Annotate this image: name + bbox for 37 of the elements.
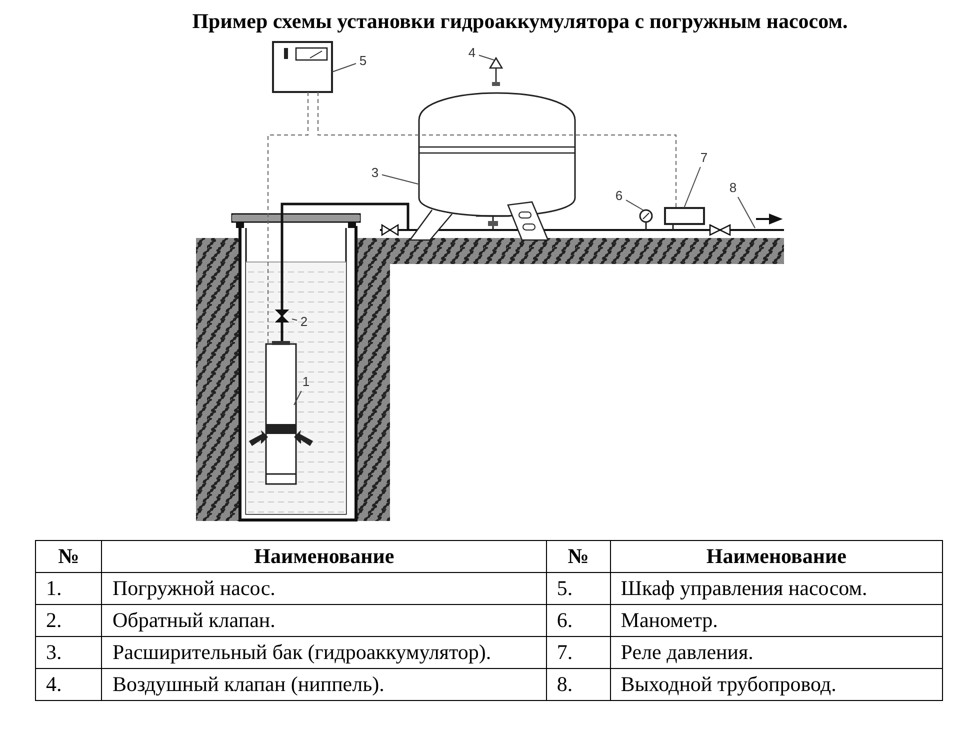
leader-line: [478, 54, 494, 60]
item-name: Шкаф управления насосом.: [610, 572, 942, 604]
item-number: 4.: [36, 668, 102, 700]
column-header: №: [546, 540, 610, 572]
column-header: Наименование: [610, 540, 942, 572]
leader-line: [382, 174, 418, 184]
leader-line: [737, 196, 756, 228]
item-name: Манометр.: [610, 604, 942, 636]
leader-line: [292, 318, 298, 321]
callout-number: 2: [297, 313, 311, 331]
item-number: 8.: [546, 668, 610, 700]
item-number: 7.: [546, 636, 610, 668]
item-name: Воздушный клапан (ниппель).: [102, 668, 546, 700]
item-number: 2.: [36, 604, 102, 636]
column-header: Наименование: [102, 540, 546, 572]
callout-number: 5: [356, 52, 370, 70]
callout-number: 7: [697, 149, 711, 167]
item-number: 6.: [546, 604, 610, 636]
item-name: Обратный клапан.: [102, 604, 546, 636]
item-number: 3.: [36, 636, 102, 668]
item-number: 5.: [546, 572, 610, 604]
callout-number: 1: [299, 373, 313, 391]
item-name: Выходной трубопровод.: [610, 668, 942, 700]
item-name: Реле давления.: [610, 636, 942, 668]
leader-line: [684, 166, 701, 208]
callout-number: 3: [368, 164, 382, 182]
callout-number: 4: [465, 44, 479, 62]
item-name: Расширительный бак (гидроаккумулятор).: [102, 636, 546, 668]
item-number: 1.: [36, 572, 102, 604]
item-name: Погружной насос.: [102, 572, 546, 604]
column-header: №: [36, 540, 102, 572]
diagram-title: Пример схемы установки гидроаккумулятора с погружным насосом.: [191, 8, 849, 34]
callout-number: 8: [726, 179, 740, 197]
leader-line: [332, 62, 356, 72]
callout-number: 6: [612, 187, 626, 205]
leader-line: [294, 390, 302, 406]
leader-line: [626, 200, 644, 210]
